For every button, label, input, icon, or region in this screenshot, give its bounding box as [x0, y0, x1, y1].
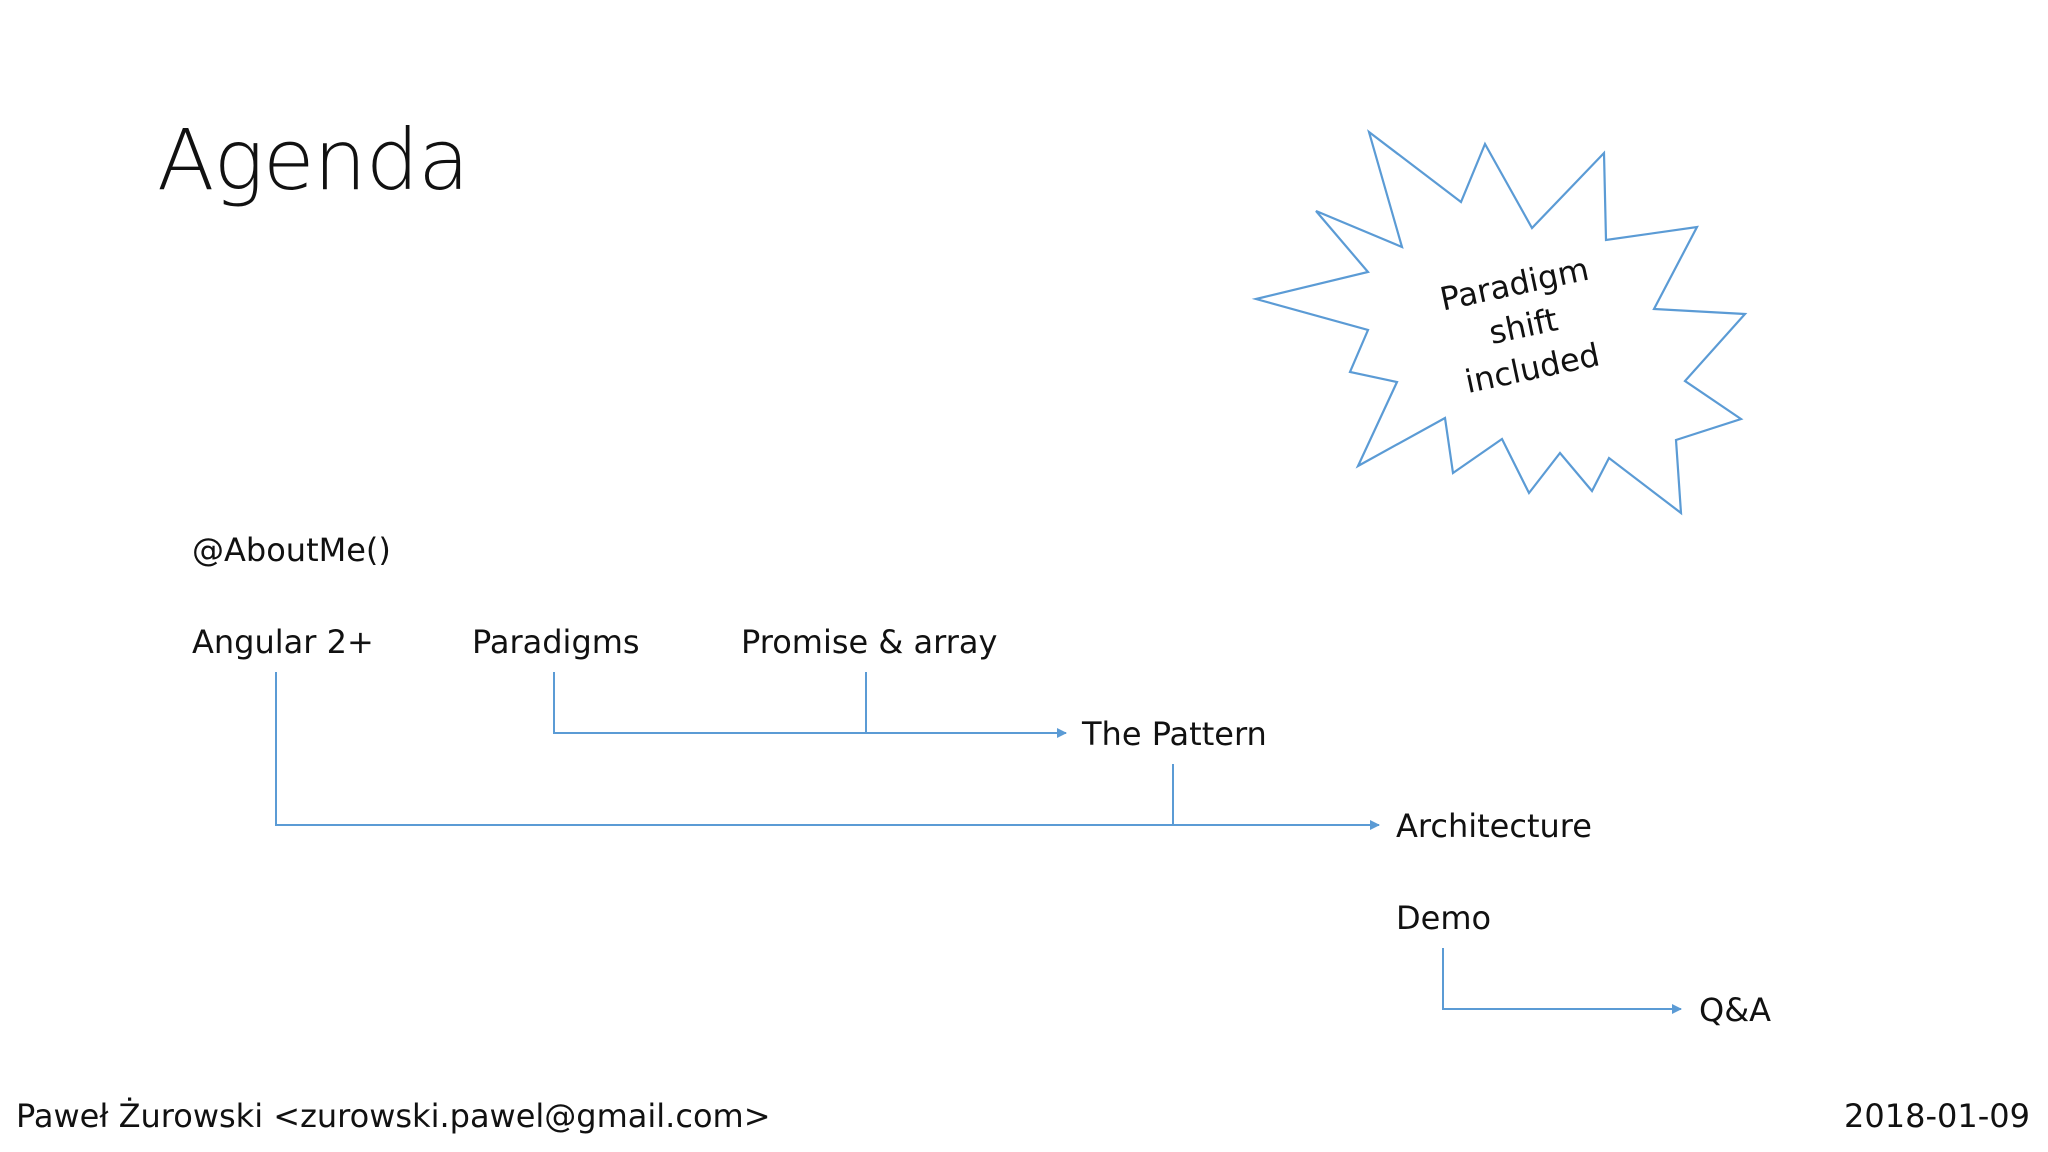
slide-title: Agenda	[157, 111, 470, 209]
connector-angular-to-architecture	[275, 672, 1380, 830]
item-about-me: @AboutMe()	[192, 531, 391, 569]
connector-paradigms-to-pattern	[553, 672, 1067, 738]
item-qa: Q&A	[1699, 991, 1771, 1029]
footer-author: Paweł Żurowski <zurowski.pawel@gmail.com…	[16, 1097, 771, 1135]
starburst-shape	[1251, 129, 1748, 516]
starburst-callout: Paradigm shift included	[1251, 129, 1748, 516]
item-promise-array: Promise & array	[741, 623, 997, 661]
footer-date: 2018-01-09	[1844, 1097, 2030, 1135]
connector-demo-to-qa	[1442, 948, 1682, 1014]
item-angular: Angular 2+	[192, 623, 374, 661]
connectors	[275, 672, 1682, 1014]
item-the-pattern: The Pattern	[1081, 715, 1267, 753]
item-paradigms: Paradigms	[472, 623, 640, 661]
item-architecture: Architecture	[1396, 807, 1592, 845]
item-demo: Demo	[1396, 899, 1491, 937]
